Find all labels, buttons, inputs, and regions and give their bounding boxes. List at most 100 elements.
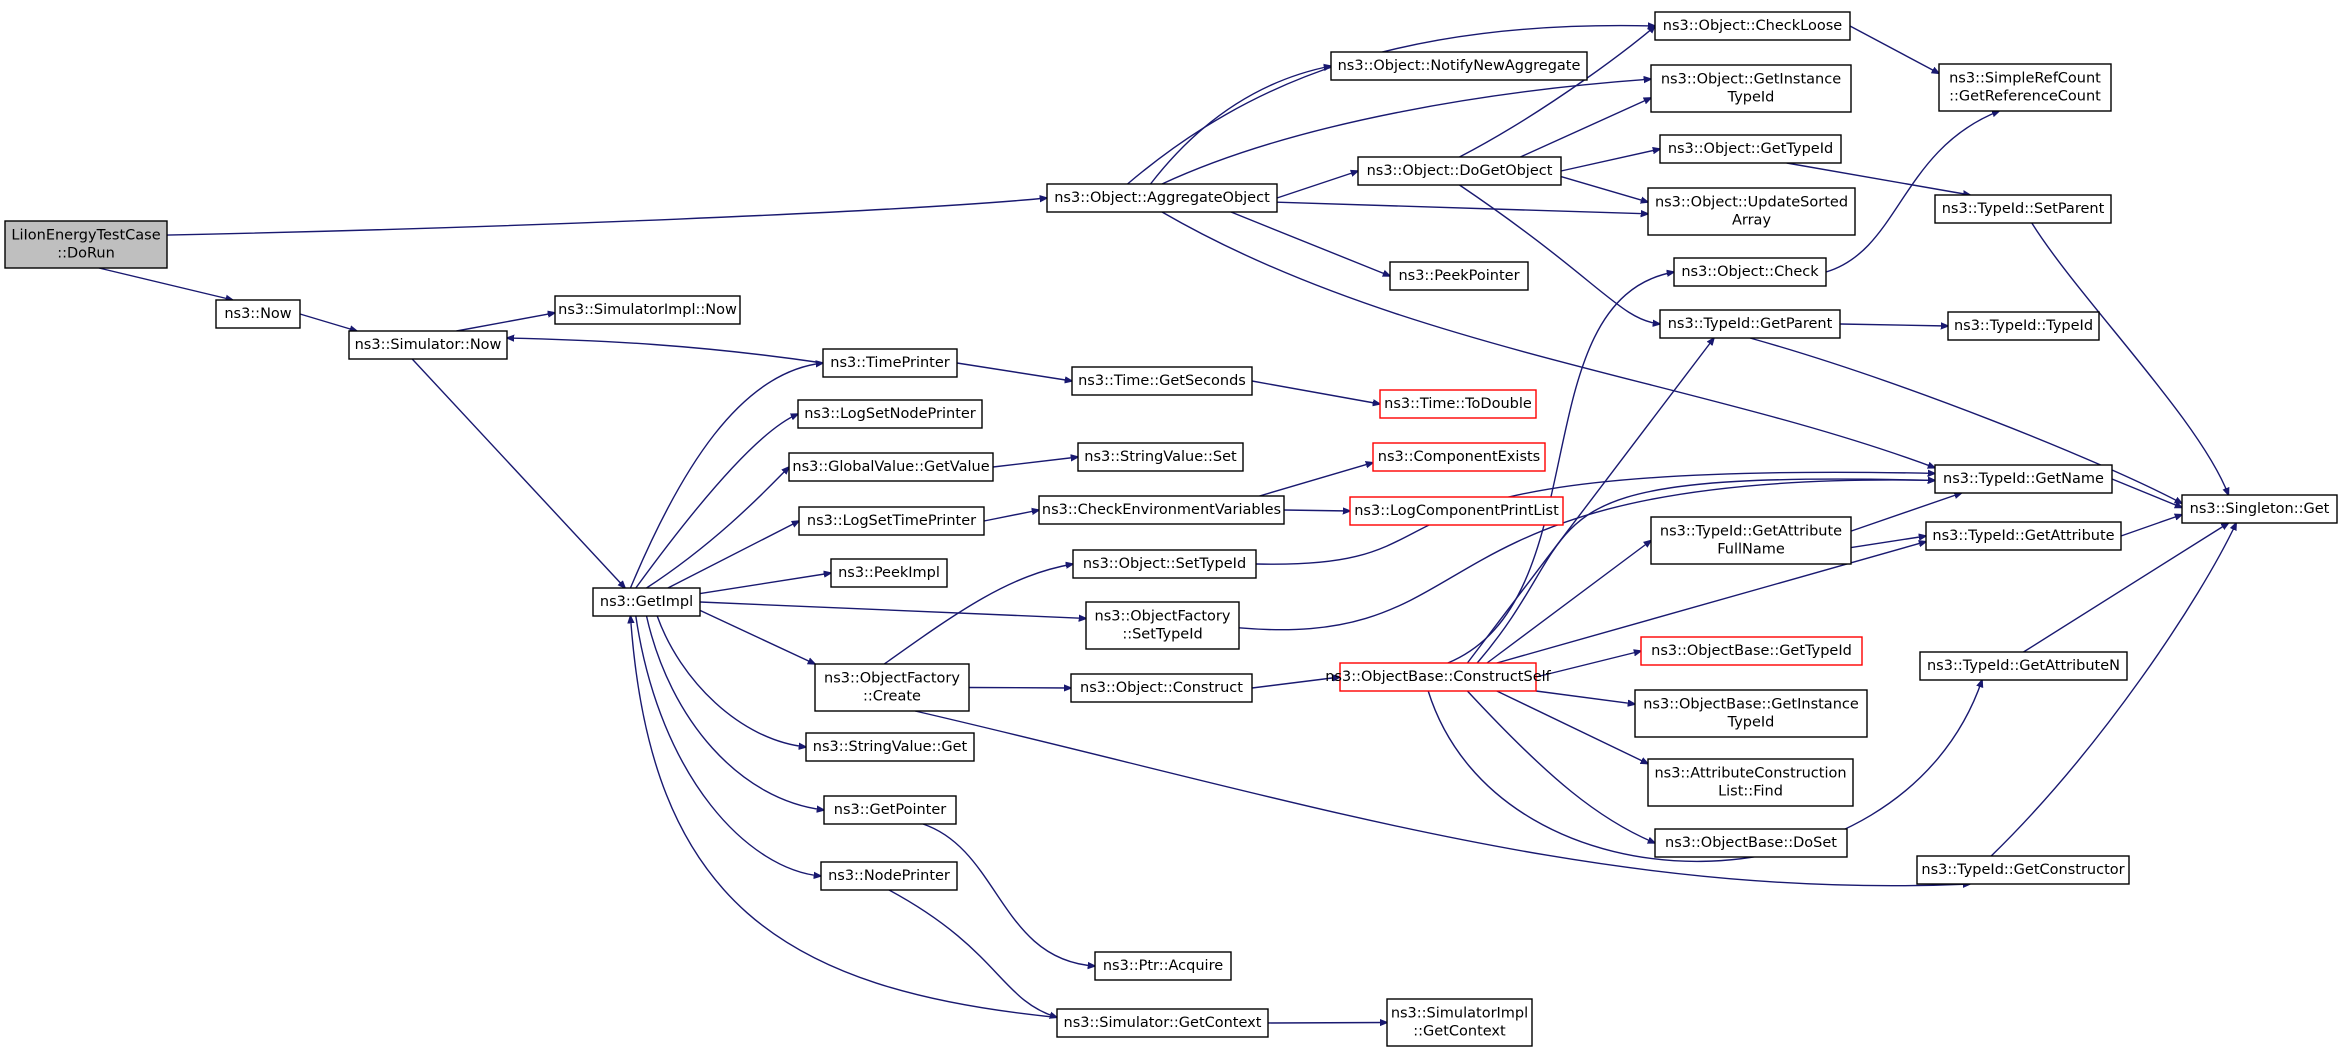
node-label: FullName — [1717, 542, 1785, 558]
node-getimpl[interactable]: ns3::GetImpl — [592, 587, 701, 617]
node-tid-getname[interactable]: ns3::TypeId::GetName — [1934, 464, 2113, 494]
node-label: ns3::Time::ToDouble — [1384, 396, 1532, 412]
node-of-create[interactable]: ns3::ObjectFactory::Create — [814, 663, 970, 712]
node-simplerefcount[interactable]: ns3::SimpleRefCount::GetReferenceCount — [1938, 63, 2112, 112]
node-root[interactable]: LiIonEnergyTestCase::DoRun — [4, 220, 168, 269]
node-label: ns3::NodePrinter — [828, 868, 950, 884]
edge-dogetobject-objgettypeid — [1560, 149, 1660, 172]
edge-constructself-getattribute — [1496, 542, 1926, 664]
node-label: ns3::Object::DoGetObject — [1367, 163, 1553, 179]
node-ptr-acquire[interactable]: ns3::Ptr::Acquire — [1094, 951, 1232, 981]
node-timeprinter[interactable]: ns3::TimePrinter — [822, 348, 958, 378]
edge-nodeprinter-simgetcontext — [888, 889, 1057, 1017]
node-label: ns3::PeekPointer — [1398, 268, 1519, 284]
edge-root-now — [98, 267, 233, 300]
edge-getimpl-svget — [656, 615, 806, 747]
edge-objconstruct-constructself — [1251, 677, 1340, 689]
node-now[interactable]: ns3::Now — [215, 299, 301, 329]
edge-getimpl-logsetnodeprinter — [635, 414, 798, 589]
node-sv-get[interactable]: ns3::StringValue::Get — [805, 732, 975, 762]
node-checkenv[interactable]: ns3::CheckEnvironmentVariables — [1038, 495, 1285, 525]
edge-ofsettypeid-getname — [1238, 480, 1935, 631]
node-peekimpl[interactable]: ns3::PeekImpl — [830, 558, 948, 588]
node-tid-getparent[interactable]: ns3::TypeId::GetParent — [1659, 309, 1841, 339]
edge-constructself-obgettypeid — [1535, 651, 1641, 678]
edge-getimpl-logsettimeprinter — [667, 521, 799, 589]
node-obj-settypeid[interactable]: ns3::Object::SetTypeId — [1072, 549, 1257, 579]
edge-aggregate-notifynew — [1149, 66, 1332, 185]
node-simimpl-now[interactable]: ns3::SimulatorImpl::Now — [554, 295, 741, 325]
node-label: ns3::TypeId::GetAttribute — [1660, 524, 1842, 540]
node-logsetnodeprinter[interactable]: ns3::LogSetNodePrinter — [797, 399, 983, 429]
node-obj-construct[interactable]: ns3::Object::Construct — [1070, 673, 1253, 703]
node-label: ns3::Singleton::Get — [2190, 501, 2330, 517]
node-label: ns3::ObjectBase::GetInstance — [1643, 697, 1859, 713]
node-tid-getattributen[interactable]: ns3::TypeId::GetAttributeN — [1919, 651, 2128, 681]
edge-constructself-getattributen — [1427, 680, 1982, 863]
node-label: ns3::TimePrinter — [830, 355, 950, 371]
edge-getpointer-ptracquire — [922, 823, 1095, 966]
node-ob-gettypeid[interactable]: ns3::ObjectBase::GetTypeId — [1640, 636, 1863, 666]
edge-constructself-obgetinstancetypeid — [1535, 690, 1635, 704]
node-label: ::DoRun — [57, 246, 115, 262]
node-tid-typeid[interactable]: ns3::TypeId::TypeId — [1947, 311, 2100, 341]
node-peekpointer[interactable]: ns3::PeekPointer — [1389, 261, 1529, 291]
node-notifynew[interactable]: ns3::Object::NotifyNewAggregate — [1330, 51, 1588, 81]
node-aggregate[interactable]: ns3::Object::AggregateObject — [1046, 183, 1278, 213]
node-label: ns3::TypeId::TypeId — [1954, 318, 2093, 334]
node-time-getseconds[interactable]: ns3::Time::GetSeconds — [1071, 366, 1253, 396]
node-label: ::SetTypeId — [1122, 627, 1202, 643]
edge-dogetobject-updatesorted — [1560, 175, 1648, 203]
node-label: ns3::ObjectFactory — [1095, 609, 1231, 625]
node-sim-getcontext[interactable]: ns3::Simulator::GetContext — [1056, 1008, 1269, 1038]
node-constructself[interactable]: ns3::ObjectBase::ConstructSelf — [1325, 662, 1552, 692]
edge-getname-singleton — [2111, 478, 2182, 508]
node-sim-now[interactable]: ns3::Simulator::Now — [348, 330, 508, 360]
node-time-todouble[interactable]: ns3::Time::ToDouble — [1379, 389, 1537, 419]
node-tid-getconstructor[interactable]: ns3::TypeId::GetConstructor — [1916, 855, 2130, 885]
edge-getparent-typeid — [1839, 324, 1948, 326]
edge-dogetobject-checkloose — [1459, 26, 1656, 158]
edge-now-simnow — [299, 313, 357, 331]
node-obj-gettypeid[interactable]: ns3::Object::GetTypeId — [1659, 134, 1842, 164]
node-singleton-get[interactable]: ns3::Singleton::Get — [2181, 494, 2338, 524]
node-tid-getattribute[interactable]: ns3::TypeId::GetAttribute — [1925, 521, 2122, 551]
node-label: ns3::GetImpl — [600, 594, 693, 610]
node-tid-setparent[interactable]: ns3::TypeId::SetParent — [1934, 194, 2112, 224]
node-logcomplist[interactable]: ns3::LogComponentPrintList — [1349, 496, 1564, 526]
node-label: ns3::Object::NotifyNewAggregate — [1338, 58, 1581, 74]
node-label: ::GetReferenceCount — [1949, 89, 2101, 105]
node-label: ns3::Time::GetSeconds — [1078, 373, 1246, 389]
node-label: ns3::TypeId::GetParent — [1668, 316, 1833, 332]
node-label: Array — [1732, 213, 1771, 229]
node-getpointer[interactable]: ns3::GetPointer — [823, 795, 957, 825]
node-logsettimeprinter[interactable]: ns3::LogSetTimePrinter — [798, 506, 985, 536]
node-sv-set[interactable]: ns3::StringValue::Set — [1077, 442, 1244, 472]
node-label: ns3::SimulatorImpl — [1391, 1006, 1528, 1022]
edge-getattrfullname-getname — [1850, 493, 1962, 532]
node-checkloose[interactable]: ns3::Object::CheckLoose — [1654, 11, 1851, 41]
node-nodeprinter[interactable]: ns3::NodePrinter — [820, 861, 958, 891]
edge-getseconds-todouble — [1251, 380, 1380, 404]
node-simimpl-getcontext[interactable]: ns3::SimulatorImpl::GetContext — [1386, 998, 1533, 1047]
edge-constructself-aclfind — [1496, 690, 1648, 764]
edge-objcheck-simplerefcount — [1825, 111, 1999, 273]
node-obj-check[interactable]: ns3::Object::Check — [1673, 257, 1827, 287]
node-dogetobject[interactable]: ns3::Object::DoGetObject — [1357, 156, 1562, 186]
node-label: ns3::Object::CheckLoose — [1663, 18, 1842, 34]
edge-timeprinter-getseconds — [956, 362, 1072, 381]
node-of-settypeid[interactable]: ns3::ObjectFactory::SetTypeId — [1085, 601, 1240, 650]
node-compexists[interactable]: ns3::ComponentExists — [1372, 442, 1546, 472]
node-gv-getvalue[interactable]: ns3::GlobalValue::GetValue — [788, 452, 994, 482]
edge-aggregate-peekpointer — [1230, 211, 1390, 276]
node-label: ns3::TypeId::GetAttributeN — [1927, 658, 2120, 674]
edge-logsettimeprinter-checkenv — [983, 510, 1039, 522]
node-ob-doset[interactable]: ns3::ObjectBase::DoSet — [1654, 828, 1848, 858]
node-label: ns3::Object::Construct — [1080, 680, 1243, 696]
